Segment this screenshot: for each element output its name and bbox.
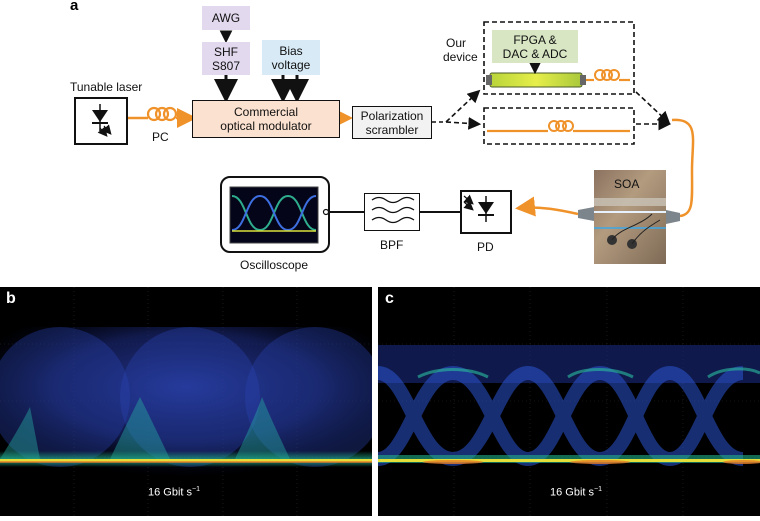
eye-diagram-b (0, 287, 385, 516)
tunable-laser-label: Tunable laser (70, 80, 143, 94)
fpga-label-2: DAC & ADC (502, 46, 568, 61)
fpga-label-1: FPGA & (513, 32, 557, 47)
modulator-label-1: Commercial (233, 105, 298, 119)
shf-label-1: SHF (214, 44, 238, 59)
soa-label: SOA (614, 177, 640, 191)
bias-label-1: Bias (279, 43, 303, 58)
fpga-box: FPGA & DAC & ADC (492, 30, 578, 63)
eye-b-plot (0, 287, 385, 516)
scrambler-label-1: Polarization (360, 108, 424, 123)
eye-b-rate-label: 16 Gbit s−1 (148, 486, 201, 499)
modulator-box: Commercial optical modulator (192, 100, 340, 138)
our-device-label-1: Our (446, 36, 467, 50)
bpf-box (364, 193, 420, 231)
bias-box: Bias voltage (262, 40, 320, 75)
photodiode-icon (463, 194, 494, 222)
pc-label: PC (152, 130, 169, 144)
laser-box (74, 97, 128, 145)
awg-label: AWG (211, 11, 241, 25)
awg-box: AWG (202, 6, 250, 30)
laser-icon (92, 104, 112, 137)
pd-label: PD (477, 240, 494, 254)
pd-box (460, 190, 512, 234)
eye-c-rate-label: 16 Gbit s−1 (550, 486, 603, 499)
eye-diagram-c (376, 287, 760, 516)
oscilloscope-label: Oscilloscope (240, 258, 309, 272)
shf-box: SHF S807 (202, 42, 250, 75)
modulator-label-2: optical modulator (220, 119, 312, 133)
pc-coils-icon (146, 106, 178, 122)
scrambler-label-2: scrambler (365, 122, 419, 137)
our-device-label-2: device (443, 50, 478, 64)
bypass-box (483, 107, 635, 145)
bpf-waves-icon (371, 196, 415, 224)
bpf-label: BPF (380, 238, 404, 252)
oscilloscope-box (220, 176, 330, 253)
our-device-box (483, 21, 635, 95)
panel-label-a: a (70, 0, 79, 14)
panel-label-b: b (6, 290, 16, 307)
scrambler-box: Polarization scrambler (352, 106, 432, 139)
bias-label-2: voltage (271, 57, 311, 72)
panel-label-c: c (385, 290, 394, 307)
setup-connections (92, 21, 695, 264)
shf-label-2: S807 (211, 58, 241, 73)
eye-c-plot (376, 287, 760, 516)
